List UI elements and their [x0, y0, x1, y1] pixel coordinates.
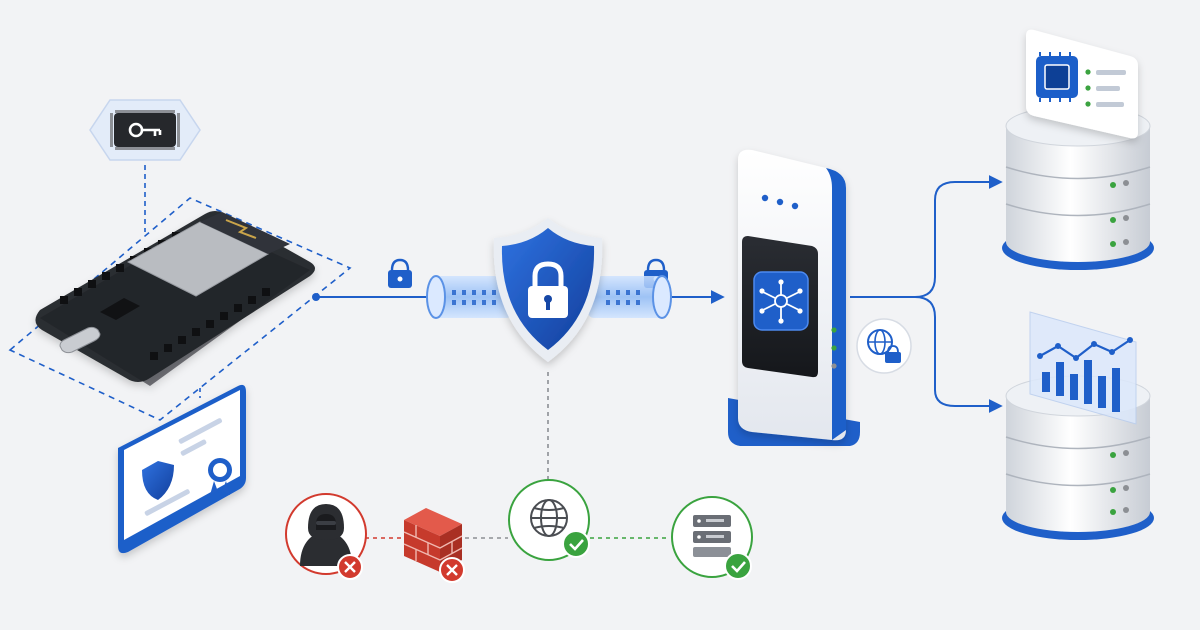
- device-database: [1002, 29, 1154, 270]
- tls-tunnel: [388, 218, 672, 362]
- globe-lock-icon: [856, 318, 912, 374]
- bar-line-chart-icon: [1029, 311, 1137, 425]
- database-leds-top: [1110, 180, 1129, 247]
- attacker: [285, 493, 367, 580]
- server-rack-icon: [693, 515, 731, 557]
- globe-icon: [530, 499, 568, 537]
- tunnel-lock-icon-left: [388, 258, 412, 288]
- certificate-seal-icon: [208, 458, 232, 497]
- certificate-text-lines: [144, 418, 223, 516]
- gateway-leds: [831, 327, 837, 369]
- chip-record-icon: [1026, 29, 1138, 139]
- secure-element-chip: [89, 99, 201, 161]
- firewall: [403, 508, 465, 583]
- blocked-x-icon-firewall: [439, 557, 465, 583]
- gateway-status-dots: [761, 194, 799, 210]
- encrypted-data-stream: [452, 290, 640, 305]
- check-icon-server: [724, 552, 752, 580]
- network-hub-icon: [753, 271, 809, 331]
- gateway-branch-line-lower: [914, 296, 1003, 413]
- device-certificate: [118, 384, 246, 554]
- check-icon-internet: [562, 530, 590, 558]
- microcontroller-board: [8, 197, 352, 421]
- lock-shield-icon: [493, 218, 603, 362]
- hooded-hacker-icon: [300, 504, 352, 566]
- iot-gateway: [728, 149, 912, 446]
- analytics-database: [1002, 311, 1154, 540]
- connectors: [144, 165, 1003, 539]
- certificate-shield-icon: [142, 461, 174, 500]
- database-leds-bottom: [1110, 450, 1129, 515]
- usb-c-port: [59, 326, 101, 354]
- gateway-branch-line: [850, 175, 1003, 298]
- internet: [508, 479, 590, 561]
- blocked-x-icon-attacker: [337, 554, 363, 580]
- board-port-dot: [312, 293, 320, 301]
- key-icon: [128, 122, 162, 138]
- trusted-server: [671, 496, 753, 580]
- usb-chip: [100, 298, 140, 320]
- chip-pins: [110, 110, 180, 150]
- device-boundary: [8, 197, 352, 421]
